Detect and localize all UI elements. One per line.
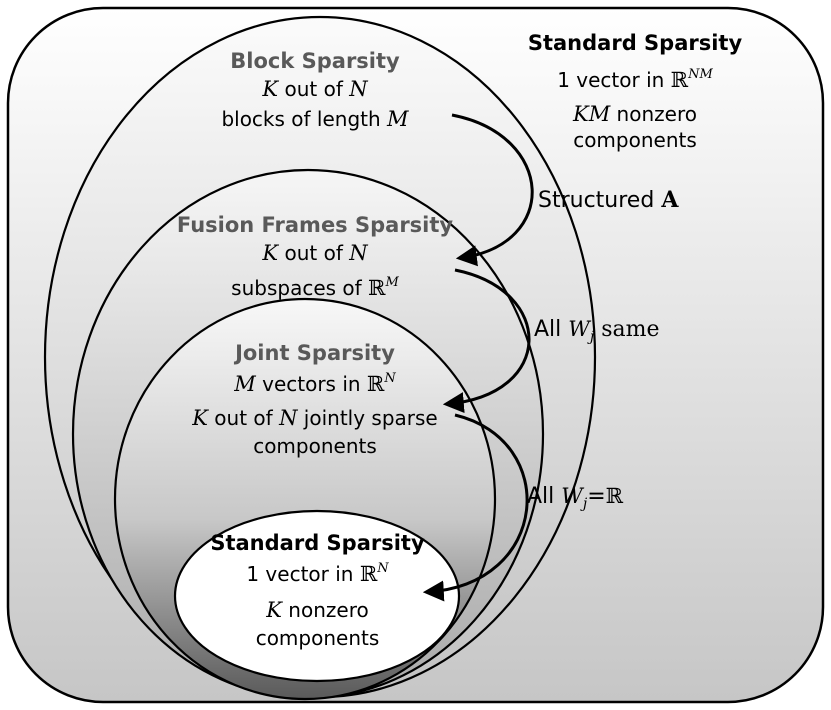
arrow-label-all-wj-equals-r: All Wj=ℝ	[527, 484, 624, 512]
arrow-all-wj-same	[442, 268, 531, 414]
inner-line1: 1 vector in ℝN	[246, 561, 389, 586]
fusion-frames-label: Fusion Frames Sparsity K out of N subspa…	[160, 212, 470, 301]
arrow-all-wj-equals-r	[422, 413, 529, 602]
joint-title: Joint Sparsity	[235, 341, 395, 365]
block-line2: blocks of length M	[221, 107, 409, 131]
joint-line3: components	[253, 434, 377, 458]
joint-line1: M vectors in ℝN	[234, 371, 396, 396]
arrow-structured-a	[451, 113, 534, 267]
block-sparsity-label: Block Sparsity K out of N blocks of leng…	[200, 48, 430, 132]
inner-line3: components	[255, 626, 380, 650]
joint-line2: K out of N jointly sparse	[192, 406, 438, 430]
standard-sparsity-inner-ellipse	[173, 509, 461, 683]
fusion-line2: subspaces of ℝM	[231, 275, 399, 300]
fusion-line1: K out of N	[262, 241, 368, 265]
inner-title: Standard Sparsity	[210, 531, 425, 555]
fusion-title: Fusion Frames Sparsity	[176, 213, 454, 237]
inner-line2: K nonzero	[266, 598, 369, 622]
block-title: Block Sparsity	[230, 49, 400, 73]
outer-title: Standard Sparsity	[527, 31, 743, 55]
outer-line1: 1 vector in ℝNM	[557, 67, 713, 92]
arrow-label-structured-a: Structured A	[538, 187, 679, 213]
joint-sparsity-label: Joint Sparsity M vectors in ℝN K out of …	[170, 340, 460, 459]
block-line1: K out of N	[262, 77, 368, 101]
outer-line3: components	[573, 128, 697, 152]
outer-standard-sparsity-label: Standard Sparsity 1 vector in ℝNM KM non…	[515, 30, 755, 153]
inner-standard-sparsity-label: Standard Sparsity 1 vector in ℝN K nonze…	[195, 530, 440, 651]
arrow-label-all-wj-same: All Wj same	[534, 317, 660, 345]
outer-line2: KM nonzero	[573, 102, 697, 126]
